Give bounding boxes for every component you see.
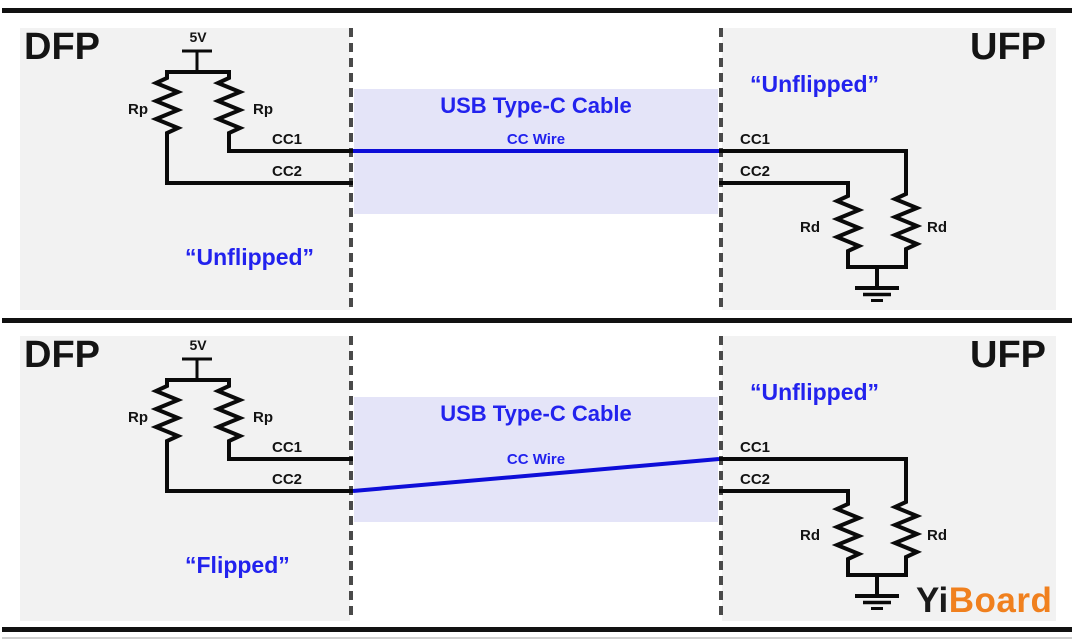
ufp-device-box <box>722 28 1056 310</box>
connector-boundary-right <box>719 28 723 310</box>
connector-boundary-left <box>349 336 353 621</box>
dfp-cc1-label: CC1 <box>271 439 302 456</box>
rp-right-resistor-icon <box>212 72 353 153</box>
rd-right-label: Rd <box>927 219 947 236</box>
unflipped-connection-panel: DFP UFP 5V Rp Rp CC1 CC2 USB Type-C Cabl… <box>0 28 1080 310</box>
ufp-cc1-wire-rd-right-resistor-icon <box>719 149 923 268</box>
dfp-cc2-label: CC2 <box>271 163 302 180</box>
top-border-rule <box>2 8 1072 13</box>
supply-voltage-label: 5V <box>189 337 207 353</box>
rd-right-label: Rd <box>927 527 947 544</box>
ufp-orientation-label: “Unflipped” <box>750 379 880 405</box>
connector-boundary-left <box>349 28 353 310</box>
connector-boundary-right <box>719 336 723 621</box>
rp-right-label: Rp <box>253 101 273 118</box>
bottom-border-rule <box>2 627 1072 632</box>
ufp-cc2-wire-rd-left-resistor-icon <box>719 489 865 576</box>
logo-black-part: Yi <box>916 581 949 620</box>
dfp-device-box <box>20 336 350 621</box>
rp-right-label: Rp <box>253 409 273 426</box>
rd-left-label: Rd <box>800 527 820 544</box>
rd-left-label: Rd <box>800 219 820 236</box>
ufp-cc2-wire-rd-left-resistor-icon <box>719 181 865 268</box>
dfp-cc2-label: CC2 <box>271 471 302 488</box>
middle-divider-rule <box>2 318 1072 323</box>
rp-left-resistor-icon <box>150 72 353 185</box>
bottom-faint-rule <box>2 637 1072 639</box>
dfp-orientation-label: “Unflipped” <box>185 244 315 270</box>
dfp-title: DFP <box>24 26 100 68</box>
usb-type-c-cable-box <box>354 397 718 522</box>
cc-wire-blue-crossed <box>352 457 720 493</box>
dfp-title: DFP <box>24 334 100 376</box>
supply-voltage-label: 5V <box>189 29 207 45</box>
circuit-schematic <box>150 357 923 610</box>
cable-title: USB Type-C Cable <box>440 401 632 426</box>
rp-right-resistor-icon <box>212 380 353 461</box>
rp-left-label: Rp <box>128 409 148 426</box>
yiboard-logo: YiBoard <box>916 583 1052 618</box>
cc-wire-label: CC Wire <box>506 451 566 468</box>
ufp-cc1-label: CC1 <box>740 439 771 456</box>
dfp-cc1-label: CC1 <box>271 131 302 148</box>
ufp-cc2-label: CC2 <box>740 471 771 488</box>
logo-orange-part: Board <box>948 581 1053 620</box>
dfp-device-box <box>20 28 350 310</box>
ufp-title: UFP <box>970 334 1046 376</box>
flipped-connection-panel: DFP UFP 5V Rp Rp CC1 CC2 USB Type-C Cabl… <box>0 336 1080 621</box>
dfp-orientation-label: “Flipped” <box>185 552 290 578</box>
ufp-orientation-label: “Unflipped” <box>750 71 880 97</box>
ufp-cc2-label: CC2 <box>740 163 771 180</box>
cc-wire-label: CC Wire <box>506 131 566 148</box>
ufp-title: UFP <box>970 26 1046 68</box>
rp-left-label: Rp <box>128 101 148 118</box>
cable-title: USB Type-C Cable <box>440 93 632 118</box>
ufp-cc1-label: CC1 <box>740 131 771 148</box>
circuit-schematic <box>150 49 923 302</box>
ufp-cc1-wire-rd-right-resistor-icon <box>719 457 923 576</box>
rp-left-resistor-icon <box>150 380 353 493</box>
